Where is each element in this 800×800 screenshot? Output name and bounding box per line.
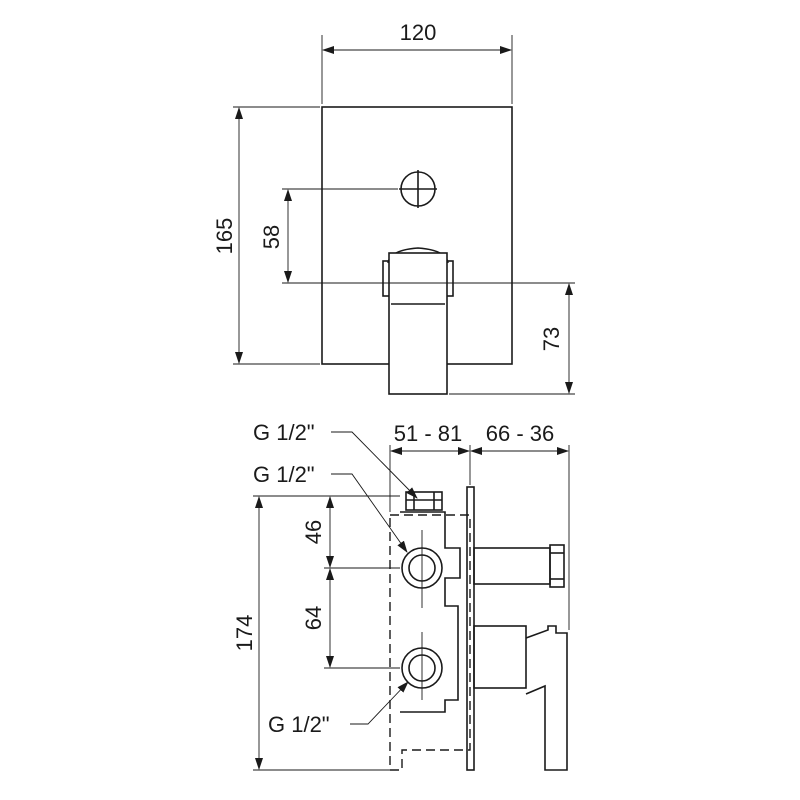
thread-upper-label: G 1/2" — [253, 462, 315, 487]
control-spacing-label: 58 — [259, 225, 284, 249]
mixer-lever — [382, 247, 454, 395]
thread-callout-lower: G 1/2" — [268, 681, 409, 737]
side-view: 51 - 81 66 - 36 174 46 64 G 1/2" G 1/2" — [232, 420, 570, 771]
thread-callout-top: G 1/2" — [253, 420, 418, 499]
lever-offset-label: 73 — [539, 327, 564, 351]
upper-port — [401, 530, 443, 608]
dimension-height: 165 — [212, 107, 243, 364]
dimension-top-spacing: 46 — [301, 496, 334, 568]
valve-body — [400, 511, 461, 713]
thread-top-label: G 1/2" — [253, 420, 315, 445]
wall-plate — [466, 486, 475, 771]
dimension-side-height: 174 — [232, 496, 263, 770]
thread-lower-label: G 1/2" — [268, 712, 330, 737]
diverter-knob-side — [473, 544, 565, 588]
front-view: 120 165 58 73 — [212, 20, 575, 395]
width-label: 120 — [400, 20, 437, 45]
diverter-knob — [399, 170, 437, 208]
dimension-lever-offset: 73 — [539, 283, 573, 394]
side-height-label: 174 — [232, 615, 257, 652]
lower-port — [401, 632, 443, 700]
dimension-control-spacing: 58 — [259, 189, 292, 283]
projection-range-label: 66 - 36 — [486, 421, 555, 446]
dimension-depth-range: 51 - 81 — [390, 421, 470, 455]
top-spacing-label: 46 — [301, 520, 326, 544]
mixer-lever-side — [473, 625, 568, 771]
thread-callout-upper: G 1/2" — [253, 462, 408, 553]
dimension-width: 120 — [322, 20, 512, 54]
dimension-projection-range: 66 - 36 — [470, 421, 569, 455]
depth-range-label: 51 - 81 — [394, 421, 463, 446]
top-cartridge — [405, 491, 443, 511]
dimension-port-spacing: 64 — [301, 568, 334, 668]
height-label: 165 — [212, 218, 237, 255]
port-spacing-label: 64 — [301, 606, 326, 630]
